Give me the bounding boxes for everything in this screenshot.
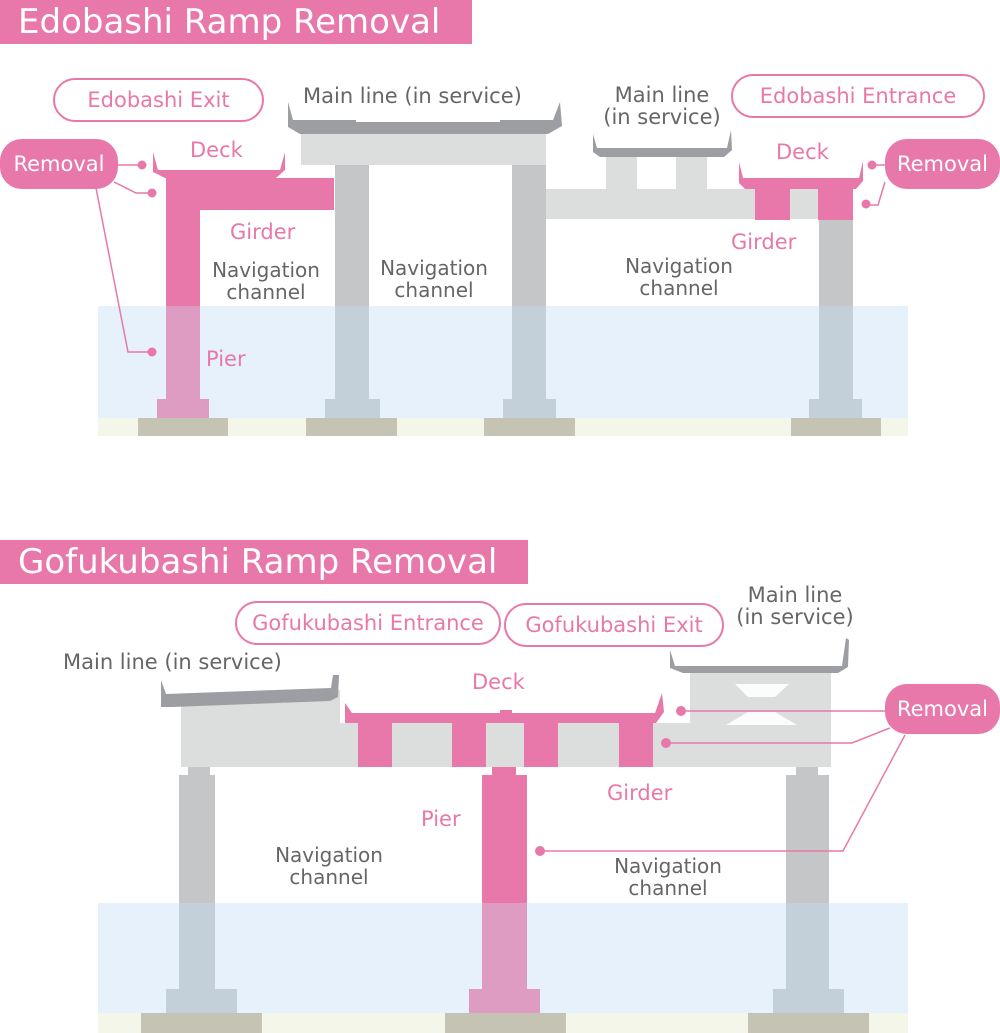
pier (179, 775, 215, 903)
nav-line1: Navigation (275, 843, 383, 867)
main-line-girder (301, 133, 546, 165)
exit-deck (153, 152, 285, 178)
removal-pier (482, 903, 527, 990)
main-line-deck (161, 675, 339, 707)
post (606, 155, 637, 189)
x-cutout (735, 684, 789, 697)
pier (819, 219, 853, 306)
removal-pier (482, 775, 527, 903)
removal-girder (452, 723, 486, 767)
main-line-deck (670, 638, 849, 673)
nav-line1: Navigation (380, 256, 488, 280)
deck-label: Deck (472, 670, 525, 694)
footing (791, 418, 881, 436)
pier-base (809, 399, 862, 418)
post (676, 155, 707, 189)
removal-girder (524, 723, 558, 767)
navigation-channel-label-1: Navigation channel (204, 259, 328, 303)
leader-lines (540, 710, 906, 852)
exit-pier-base (157, 399, 209, 418)
deck-label-left: Deck (190, 138, 243, 162)
exit-pier (166, 306, 200, 400)
removal-girder (358, 723, 392, 767)
pier (179, 903, 215, 990)
footing (445, 1013, 566, 1033)
footing (141, 1013, 262, 1033)
main-line-deck (288, 102, 562, 134)
main-line-label-left: Main line (in service) (63, 650, 282, 674)
pier (786, 903, 829, 990)
main-line-label-line2: (in service) (736, 605, 854, 629)
removal-girder (619, 723, 653, 767)
removal-badge: Removal (885, 684, 1000, 734)
pier-base (503, 399, 556, 418)
main-line-label-line1: Main line (614, 83, 710, 107)
footing (484, 418, 575, 436)
edobashi-entrance-label: Edobashi Entrance (731, 74, 985, 118)
nav-line2: channel (394, 278, 474, 302)
girder-label-right: Girder (731, 230, 797, 254)
nav-line2: channel (289, 865, 369, 889)
edobashi-exit-label: Edobashi Exit (53, 78, 264, 122)
crossbeam (546, 189, 853, 219)
footing (306, 418, 397, 436)
nav-line1: Navigation (212, 258, 320, 282)
pier-base (773, 989, 844, 1013)
removal-pier-base (469, 989, 540, 1013)
main-line-label-line1: Main line (747, 583, 843, 607)
main-line-label: Main line (in service) (303, 84, 522, 108)
leader-dots (535, 706, 686, 856)
removal-deck (345, 693, 664, 723)
navigation-channel-label-2: Navigation channel (372, 257, 496, 301)
x-cutout (726, 712, 797, 725)
pier-base (166, 989, 237, 1013)
nav-line2: channel (226, 280, 306, 304)
bearing (796, 767, 818, 775)
exit-pier (166, 210, 200, 306)
post (181, 703, 214, 723)
footing (138, 418, 228, 436)
pier (335, 165, 369, 306)
pier (512, 165, 546, 306)
section-title-edobashi: Edobashi Ramp Removal (0, 0, 472, 44)
pier (512, 306, 546, 400)
gofukubashi-exit-label: Gofukubashi Exit (504, 603, 724, 647)
gofukubashi-entrance-label: Gofukubashi Entrance (235, 601, 501, 645)
bearing (188, 767, 210, 775)
navigation-channel-label-1: Navigation channel (266, 844, 392, 888)
entrance-deck (739, 161, 863, 189)
exit-girder (166, 178, 334, 210)
pier (819, 306, 853, 400)
nav-line2: channel (628, 876, 708, 900)
removal-badge-left: Removal (0, 139, 118, 189)
pier (335, 306, 369, 400)
removal-pier-bearing (492, 767, 516, 775)
entrance-girder (818, 189, 853, 220)
navigation-channel-label-2: Navigation channel (605, 855, 731, 899)
deck-label-right: Deck (776, 140, 829, 164)
section-title-gofukubashi: Gofukubashi Ramp Removal (0, 540, 528, 584)
nav-line1: Navigation (614, 854, 722, 878)
main-line-label-right: Main line (in service) (728, 584, 862, 628)
pier-base (325, 399, 380, 418)
navigation-channel-label-3: Navigation channel (617, 255, 741, 299)
pier (786, 775, 829, 903)
pier-label: Pier (206, 347, 246, 371)
leader-dots (137, 160, 877, 357)
removal-badge-right: Removal (885, 139, 1000, 189)
footing (748, 1013, 869, 1033)
nav-line2: channel (639, 276, 719, 300)
girder-label-left: Girder (230, 220, 296, 244)
main-line-deck (593, 130, 732, 157)
main-line-label-2: Main line (in service) (597, 84, 727, 128)
entrance-girder (755, 189, 790, 220)
nav-line1: Navigation (625, 254, 733, 278)
girder-label: Girder (607, 781, 673, 805)
pier-label: Pier (421, 807, 461, 831)
main-line-label-line2: (in service) (603, 105, 721, 129)
